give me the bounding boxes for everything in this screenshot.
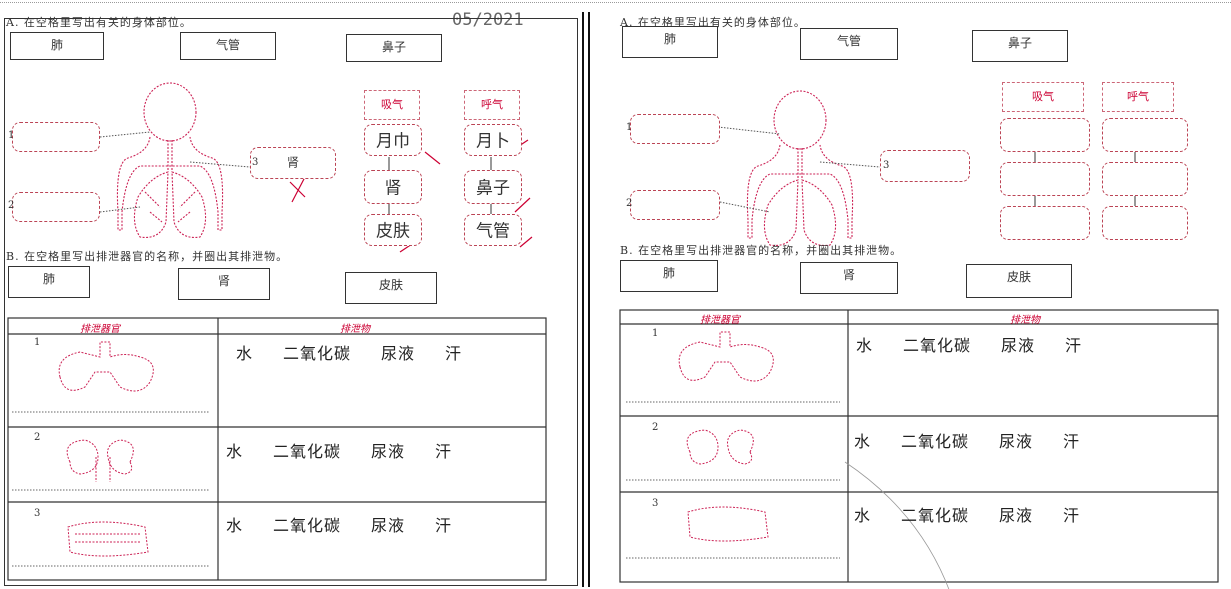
row-number: 3 [34, 508, 41, 519]
answer-slot-2 [630, 190, 720, 220]
excretion-table-lines [619, 309, 1219, 589]
answer-slot-3: 肾 [250, 147, 336, 179]
page-frame [4, 18, 578, 586]
excreta-word[interactable]: 汗 [1065, 336, 1083, 355]
organ-box-2: 肾 [178, 268, 270, 300]
answer-slot-3 [880, 150, 970, 182]
excreta-word[interactable]: 二氧化碳 [901, 506, 970, 525]
section-a-heading: A. 在空格里写出有关的身体部位。 [620, 16, 806, 29]
excreta-word[interactable]: 二氧化碳 [273, 442, 342, 461]
excreta-word[interactable]: 水 [854, 432, 872, 451]
stage-inhale-label: 吸气 [1002, 82, 1084, 112]
excreta-word[interactable]: 二氧化碳 [903, 336, 972, 355]
excreta-word[interactable]: 汗 [445, 344, 463, 363]
word-box-3: 鼻子 [972, 30, 1068, 62]
excreta-word[interactable]: 汗 [435, 442, 453, 461]
table-header-organs: 排泄器官 [80, 324, 120, 335]
organ-box-2: 肾 [800, 262, 898, 294]
row-number: 1 [34, 337, 41, 348]
word-box-3: 鼻子 [346, 34, 442, 62]
exhale-step-1 [1102, 118, 1188, 152]
excreta-row-3: 水 二氧化碳 尿液 汗 [854, 502, 1110, 526]
excreta-word[interactable]: 汗 [435, 516, 453, 535]
top-dotted-rule [0, 2, 1231, 3]
excreta-row-1: 水 二氧化碳 尿液 汗 [856, 332, 1112, 356]
marker-1: 1 [8, 130, 15, 141]
excreta-word[interactable]: 水 [856, 336, 874, 355]
organ-box-1: 肺 [8, 266, 90, 298]
worksheet-left: A. 在空格里写出有关的身体部位。 05/2021 肺 气管 鼻子 [0, 10, 584, 587]
excreta-word[interactable]: 尿液 [371, 516, 406, 535]
inhale-step-2: 肾 [364, 170, 422, 204]
row-number: 3 [652, 498, 659, 509]
table-header-excreta: 排泄物 [340, 324, 370, 335]
stage-inhale-label: 吸气 [364, 90, 420, 120]
excreta-word[interactable]: 汗 [1063, 432, 1081, 451]
date-stamp: 05/2021 [452, 10, 524, 30]
answer-slot-2 [12, 192, 100, 222]
stage-exhale-label: 呼气 [1102, 82, 1174, 112]
exhale-step-2 [1102, 162, 1188, 196]
section-a-heading: A. 在空格里写出有关的身体部位。 [6, 16, 192, 29]
excreta-word[interactable]: 尿液 [371, 442, 406, 461]
marker-1: 1 [626, 122, 633, 133]
exhale-step-3 [1102, 206, 1188, 240]
marker-3: 3 [883, 160, 890, 171]
excreta-row-2: 水 二氧化碳 尿液 汗 [854, 428, 1110, 452]
section-b-heading: B. 在空格里写出排泄器官的名称，并圈出其排泄物。 [620, 244, 903, 257]
excreta-word[interactable]: 水 [226, 516, 244, 535]
section-b-heading: B. 在空格里写出排泄器官的名称，并圈出其排泄物。 [6, 250, 289, 263]
inhale-step-1: 月巾 [364, 124, 422, 156]
worksheet-right: A. 在空格里写出有关的身体部位。 肺 气管 鼻子 1 2 3 吸气 呼气 [588, 12, 1230, 589]
answer-slot-1 [630, 114, 720, 144]
word-box-1: 肺 [622, 26, 718, 58]
row-number: 2 [34, 432, 41, 443]
respiratory-diagram [99, 82, 533, 253]
row-number: 2 [652, 422, 659, 433]
excreta-word[interactable]: 二氧化碳 [283, 344, 352, 363]
excreta-word[interactable]: 尿液 [1001, 336, 1036, 355]
marker-3: 3 [252, 157, 259, 168]
excreta-word[interactable]: 二氧化碳 [901, 432, 970, 451]
word-box-2: 气管 [180, 32, 276, 60]
excreta-word[interactable]: 水 [854, 506, 872, 525]
marker-2: 2 [8, 200, 15, 211]
stage-exhale-label: 呼气 [464, 90, 520, 120]
excreta-word[interactable]: 水 [226, 442, 244, 461]
excreta-word[interactable]: 尿液 [999, 432, 1034, 451]
inhale-step-3 [1000, 206, 1090, 240]
excreta-word[interactable]: 水 [236, 344, 254, 363]
inhale-step-1 [1000, 118, 1090, 152]
exhale-step-2: 鼻子 [464, 170, 522, 204]
excreta-row-2: 水 二氧化碳 尿液 汗 [226, 438, 482, 462]
marker-2: 2 [626, 198, 633, 209]
organ-box-1: 肺 [620, 260, 718, 292]
exhale-step-1: 月卜 [464, 124, 522, 156]
excreta-word[interactable]: 汗 [1063, 506, 1081, 525]
respiratory-diagram [717, 90, 1136, 246]
word-box-1: 肺 [10, 32, 104, 60]
excreta-word[interactable]: 尿液 [381, 344, 416, 363]
organ-box-3: 皮肤 [345, 272, 437, 304]
word-box-2: 气管 [800, 28, 898, 60]
excretion-table-lines [7, 317, 547, 581]
excreta-word[interactable]: 二氧化碳 [273, 516, 342, 535]
answer-slot-1 [12, 122, 100, 152]
inhale-step-2 [1000, 162, 1090, 196]
table-header-excreta: 排泄物 [1010, 315, 1040, 326]
excreta-word[interactable]: 尿液 [999, 506, 1034, 525]
row-number: 1 [652, 328, 659, 339]
excreta-row-1: 水 二氧化碳 尿液 汗 [236, 340, 492, 364]
inhale-step-3: 皮肤 [364, 214, 422, 246]
table-header-organs: 排泄器官 [700, 315, 740, 326]
exhale-step-3: 气管 [464, 214, 522, 246]
excreta-row-3: 水 二氧化碳 尿液 汗 [226, 512, 482, 536]
organ-box-3: 皮肤 [966, 264, 1072, 298]
